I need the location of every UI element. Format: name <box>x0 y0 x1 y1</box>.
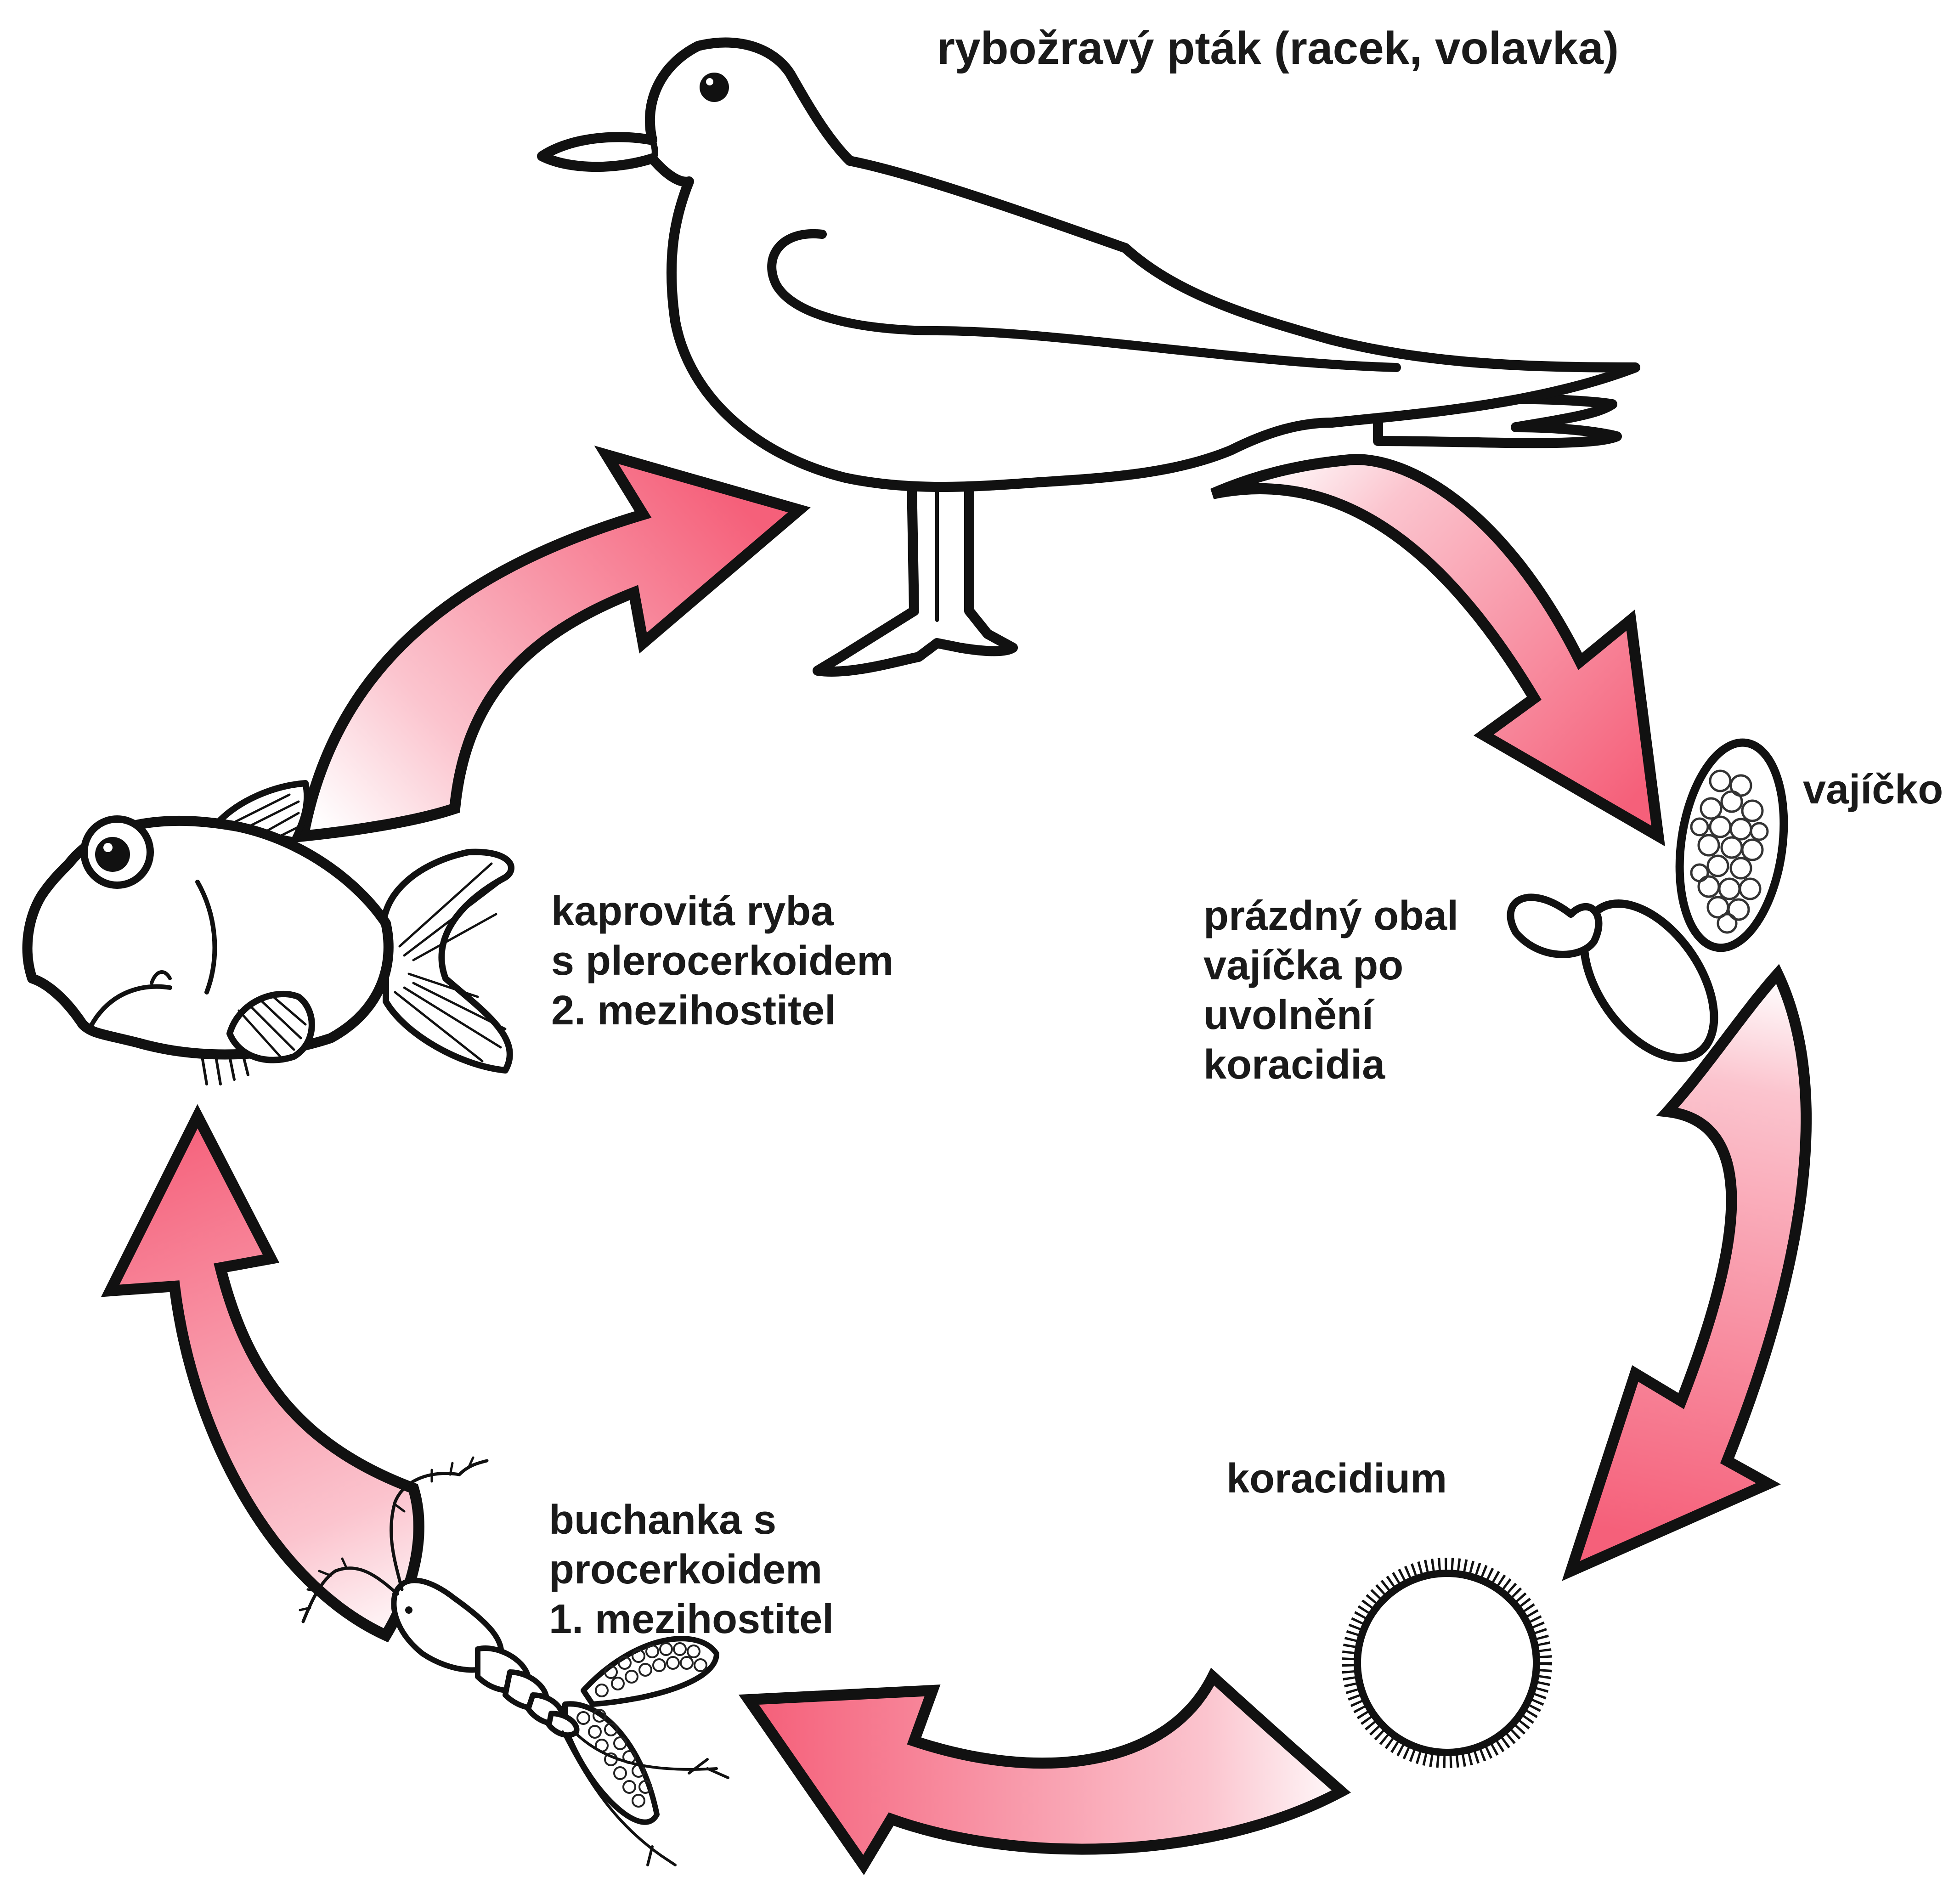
arrow-copepod-to-fish <box>110 1116 419 1635</box>
arrow-coracidium-to-copepod <box>749 1677 1341 1865</box>
fish-label: kaprovitá ryba s plerocerkoidem 2. mezih… <box>551 887 893 1035</box>
bird-label: rybožravý pták (racek, volavka) <box>937 18 1619 78</box>
copepod-label: buchanka s procerkoidem 1. mezihostitel <box>549 1495 834 1644</box>
arrow-fish-to-bird <box>303 455 799 836</box>
coracidium-label: koracidium <box>1226 1454 1447 1503</box>
egg-label: vajíčko <box>1803 765 1943 814</box>
empty-shell-label: prázdný obal vajíčka po uvolnění koracid… <box>1203 891 1458 1090</box>
arrow-bird-to-egg <box>1213 459 1658 836</box>
fish-icon <box>28 783 511 1084</box>
coracidium-icon <box>1350 1566 1544 1760</box>
arrow-egg-to-coracidium <box>1571 974 1806 1571</box>
egg-icon <box>1667 736 1796 955</box>
